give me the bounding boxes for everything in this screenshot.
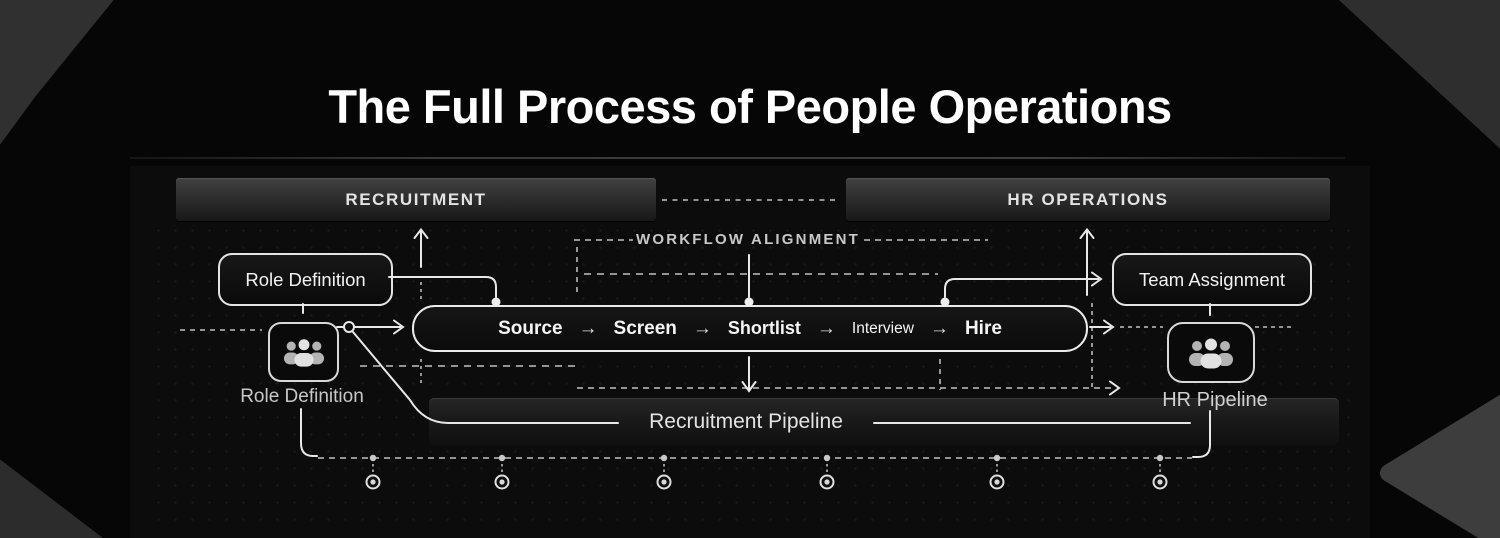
top-divider-line (130, 157, 1345, 159)
stage-source: Source (498, 317, 563, 339)
stage-shortlist: Shortlist (727, 318, 801, 338)
workflow-alignment-label: WORKFLOW ALIGNMENT (635, 231, 860, 248)
role-definition-icon-tile (268, 322, 339, 382)
recruitment-stages-pill: Source → Screen → Shortlist → Interview … (412, 305, 1088, 352)
corner-shape-top-left (0, 0, 114, 145)
stage-hire: Hire (964, 317, 1002, 339)
section-header-hr-operations: HR OPERATIONS (846, 178, 1330, 222)
arrow-right-icon: → (692, 317, 712, 339)
role-definition-box-label: Role Definition (245, 268, 366, 290)
team-assignment-box-label: Team Assignment (1138, 268, 1285, 290)
arrow-right-icon: → (929, 317, 949, 339)
hr-pipeline-icon-tile (1167, 322, 1255, 383)
page-title: The Full Process of People Operations (328, 80, 1172, 134)
arrow-right-icon: → (816, 317, 836, 339)
hr-pipeline-caption: HR Pipeline (1162, 389, 1268, 411)
corner-shape-bottom-right (1380, 394, 1500, 538)
stage-screen: Screen (613, 317, 677, 339)
recruitment-label: RECRUITMENT (345, 190, 487, 209)
role-definition-box: Role Definition (218, 253, 393, 306)
arrow-right-icon: → (578, 317, 598, 339)
corner-shape-bottom-left (0, 459, 103, 538)
role-definition-caption: Role Definition (240, 386, 364, 407)
section-header-recruitment: RECRUITMENT (176, 178, 656, 222)
recruitment-pipeline-label: Recruitment Pipeline (649, 410, 843, 433)
stage-interview: Interview (851, 319, 914, 337)
corner-shape-top-right (1338, 0, 1500, 149)
people-group-icon (1189, 338, 1233, 368)
people-group-icon (283, 338, 324, 367)
hr-operations-label: HR OPERATIONS (1007, 190, 1169, 209)
team-assignment-box: Team Assignment (1112, 253, 1312, 306)
